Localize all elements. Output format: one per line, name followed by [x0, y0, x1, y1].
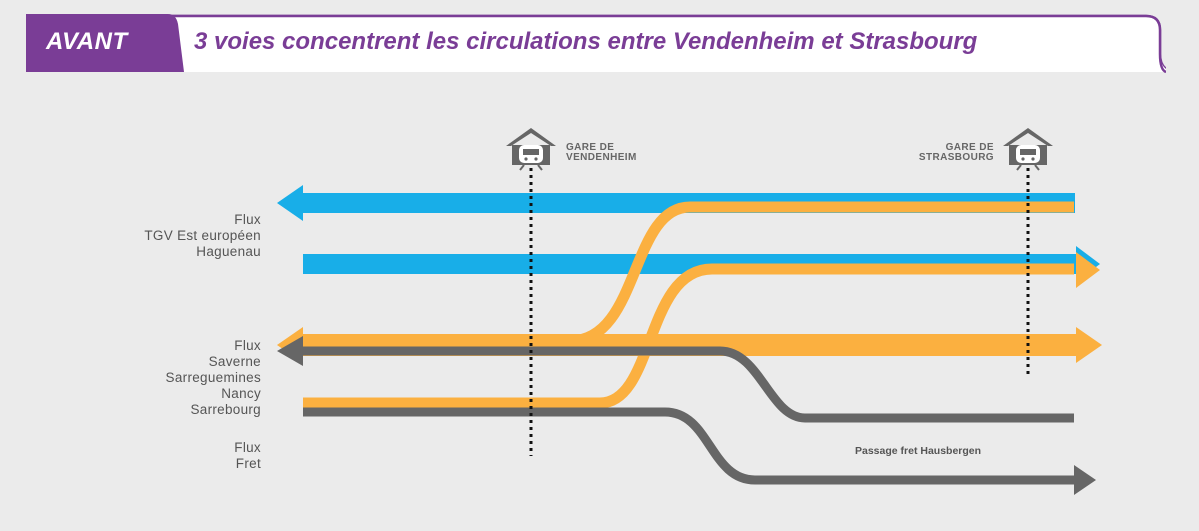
- flow-label-line: Flux: [234, 338, 261, 353]
- flow-label-regional: Flux Saverne Sarreguemines Nancy Sarrebo…: [166, 338, 261, 418]
- flow-label-tgv: Flux TGV Est européen Haguenau: [144, 212, 261, 260]
- station-label-line: GARE DE: [566, 142, 615, 153]
- train-station-icon: [506, 128, 556, 171]
- header-tag-background: [26, 14, 184, 72]
- station-label-strasbourg: GARE DE STRASBOURG: [902, 143, 994, 163]
- flow-label-line: Flux: [234, 212, 261, 227]
- flow-label-line: Haguenau: [196, 244, 261, 259]
- station-label-vendenheim: GARE DE VENDENHEIM: [566, 143, 637, 163]
- station-label-line: GARE DE: [945, 142, 994, 153]
- flow-label-line: Nancy: [221, 386, 261, 401]
- header-tag: AVANT: [46, 28, 128, 55]
- arrow-right-icon: [1076, 327, 1102, 363]
- flow-label-freight: Flux Fret: [234, 440, 261, 472]
- arrow-right-icon: [1074, 465, 1096, 495]
- track-regional-main: [277, 327, 1102, 363]
- flow-label-line: Saverne: [208, 354, 261, 369]
- flow-label-line: TGV Est européen: [144, 228, 261, 243]
- page-title: 3 voies concentrent les circulations ent…: [194, 28, 978, 55]
- flow-label-line: Sarrebourg: [190, 402, 261, 417]
- track-regional-to-upper: [569, 201, 1074, 347]
- train-station-icon: [1003, 128, 1053, 171]
- flow-label-line: Sarreguemines: [165, 370, 261, 385]
- header-frame: [26, 14, 1166, 74]
- track-freight-upper: [303, 346, 1074, 423]
- header-banner: AVANT 3 voies concentrent les circulatio…: [26, 14, 1166, 74]
- arrow-left-icon: [277, 336, 303, 366]
- arrow-right-icon: [1076, 252, 1100, 288]
- flow-label-line: Flux: [234, 440, 261, 455]
- flow-label-line: Fret: [235, 456, 261, 471]
- station-label-line: STRASBOURG: [918, 152, 994, 163]
- track-freight-lower: [303, 407, 1074, 485]
- arrow-left-icon: [277, 185, 303, 221]
- freight-passage-note: Passage fret Hausbergen: [855, 445, 982, 457]
- station-label-line: VENDENHEIM: [566, 152, 637, 163]
